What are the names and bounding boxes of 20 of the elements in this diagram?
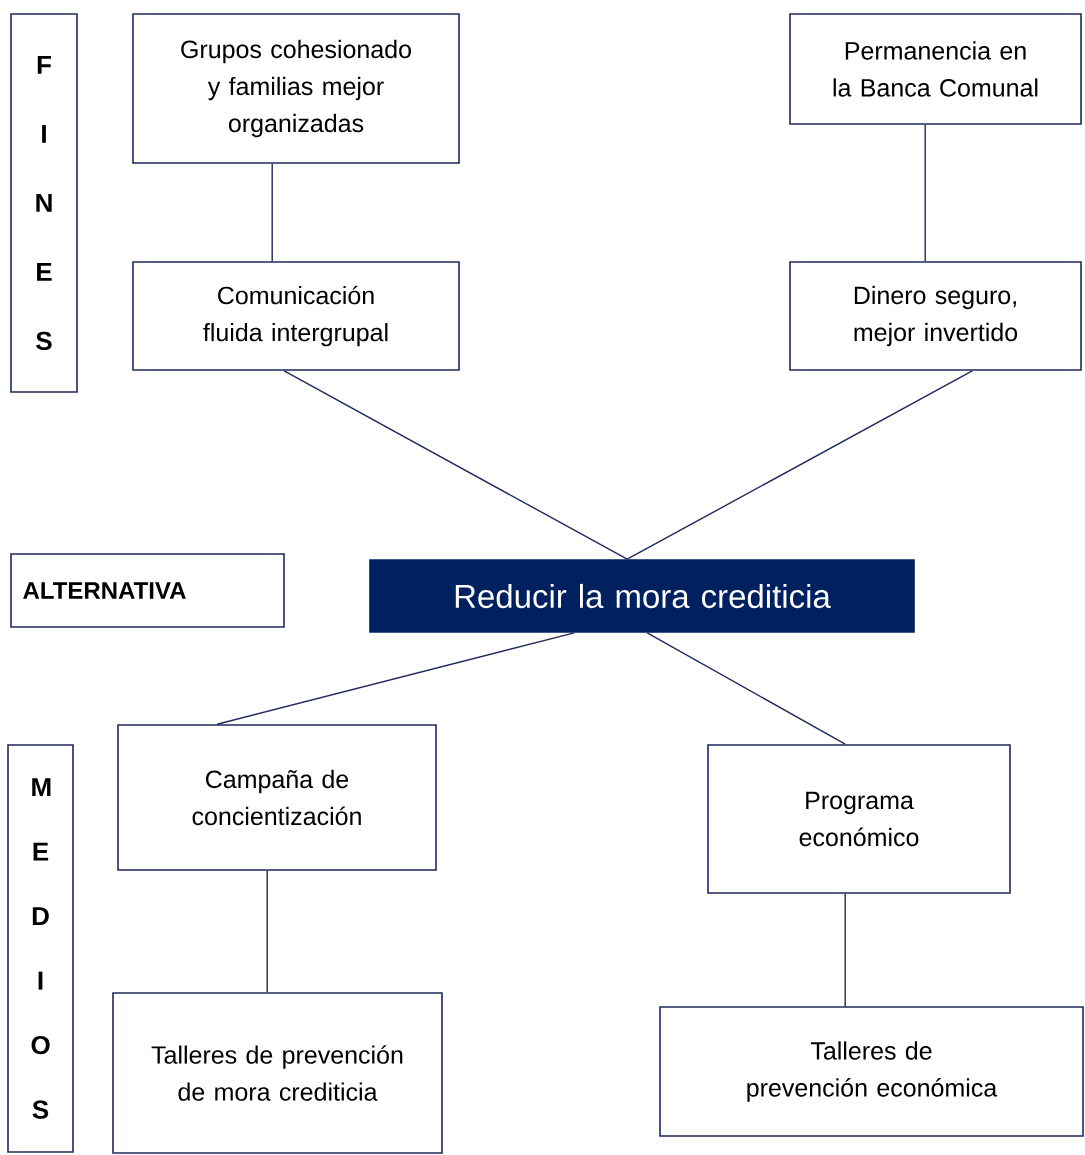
section-label-box: F I N E S xyxy=(10,13,78,393)
text-box: Grupos cohesionado y familias mejor organizadas xyxy=(132,13,460,164)
connector-line xyxy=(646,632,846,745)
connector-line xyxy=(626,370,973,560)
connector-line xyxy=(283,370,628,560)
text-box: Permanencia en la Banca Comunal xyxy=(789,13,1082,125)
text-box: Campaña de concientización xyxy=(117,724,437,871)
connector-line xyxy=(924,124,926,262)
alternative-label-box: ALTERNATIVA xyxy=(10,553,285,628)
text-box: Programa económico xyxy=(707,744,1011,894)
section-label-box: M E D I O S xyxy=(7,744,74,1153)
connector-line xyxy=(844,893,846,1007)
text-box: Comunicación fluida intergrupal xyxy=(132,261,460,371)
connector-line xyxy=(266,870,268,993)
goal-box: Reducir la mora crediticia xyxy=(369,559,915,633)
text-box: Talleres de prevención económica xyxy=(659,1006,1084,1137)
connector-line xyxy=(216,632,575,725)
text-box: Talleres de prevención de mora crediticia xyxy=(112,992,443,1154)
connector-line xyxy=(271,163,273,262)
text-box: Dinero seguro, mejor invertido xyxy=(789,261,1082,371)
